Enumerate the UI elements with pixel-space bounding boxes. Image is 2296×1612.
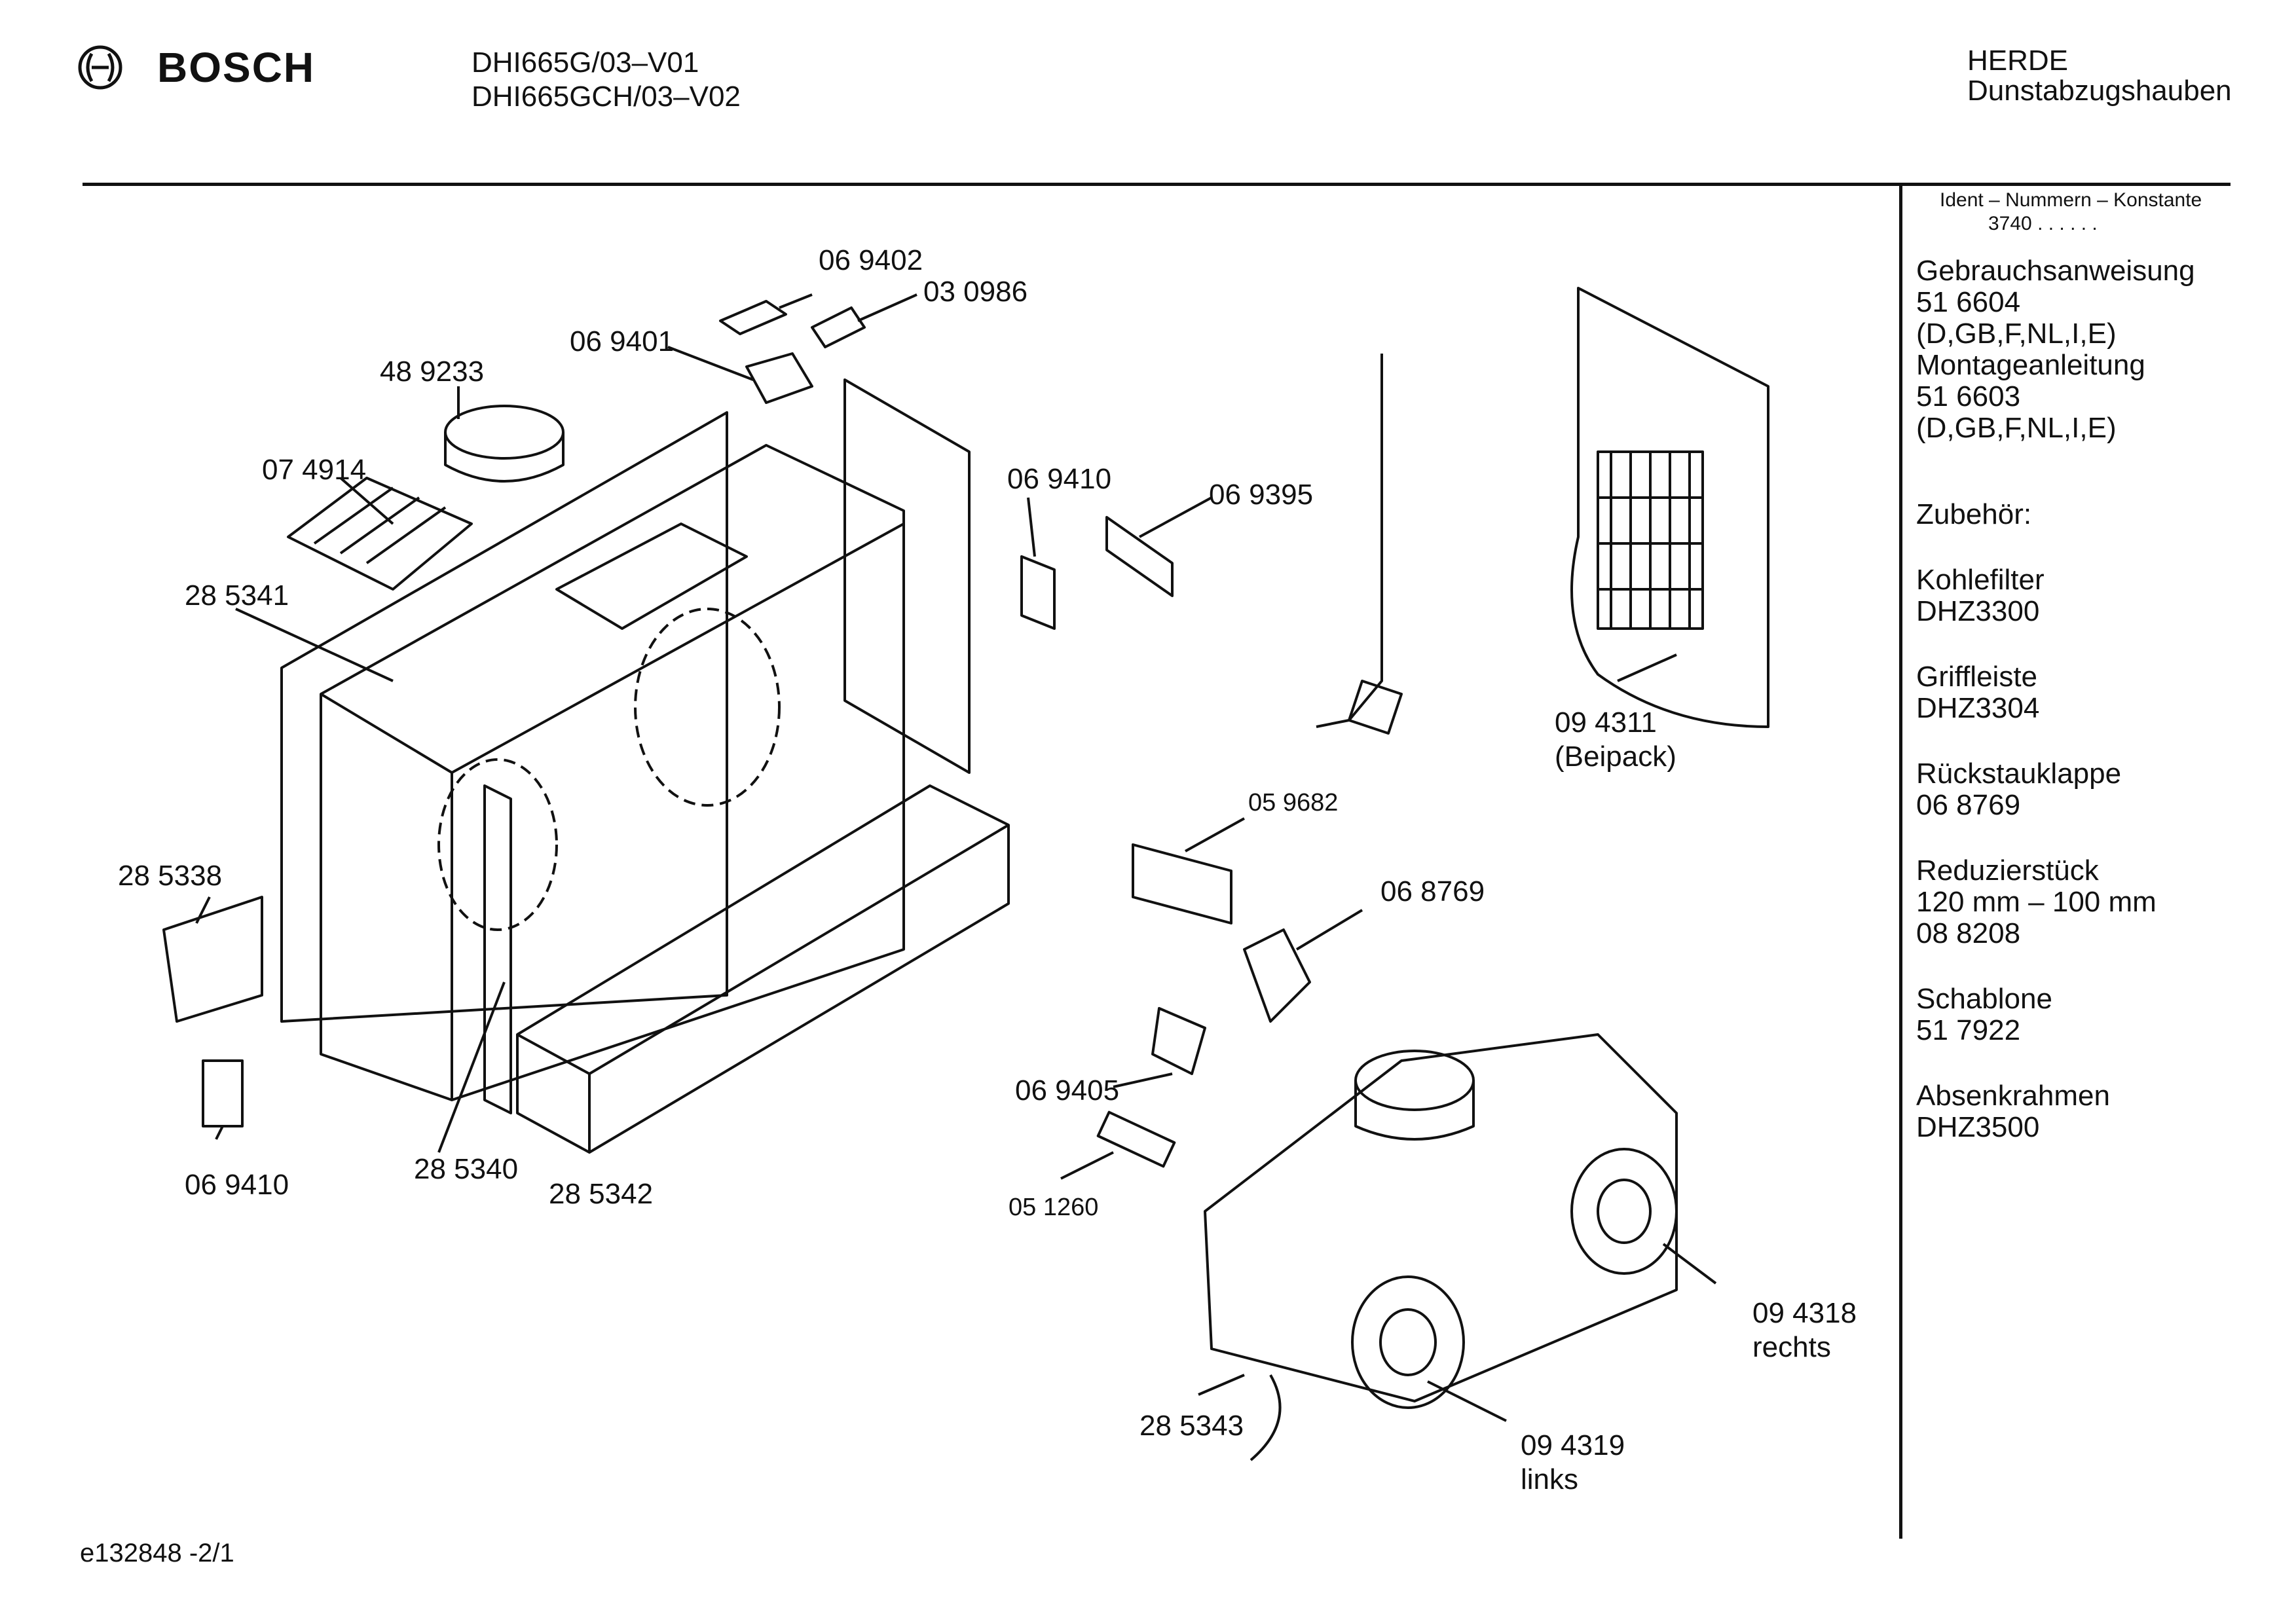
part-number: 28 5338 xyxy=(118,860,222,892)
model-numbers: DHI665G/03–V01 DHI665GCH/03–V02 xyxy=(472,46,741,114)
main-housing xyxy=(320,444,905,1101)
brand-name: BOSCH xyxy=(157,44,316,91)
product-category: HERDE Dunstabzugshauben xyxy=(1967,46,2232,106)
part-number: 06 9410 xyxy=(185,1169,289,1201)
sidebar-line: Gebrauchsanweisung xyxy=(1916,255,2195,287)
category-sub: Dunstabzugshauben xyxy=(1967,75,2232,107)
sidebar-line: Kohlefilter xyxy=(1916,564,2045,596)
accessory-group: Reduzierstück 120 mm – 100 mm 08 8208 xyxy=(1916,855,2195,949)
brand-logo: BOSCH xyxy=(77,43,315,92)
sidebar-line: DHZ3500 xyxy=(1916,1111,2040,1143)
part-number: 09 4318 xyxy=(1752,1297,1857,1329)
sidebar-line: 120 mm – 100 mm xyxy=(1916,886,2157,918)
sidebar-line: 08 8208 xyxy=(1916,917,2021,949)
sidebar-line: Rückstauklappe xyxy=(1916,758,2122,790)
model-number: DHI665GCH/03–V02 xyxy=(472,81,741,113)
sidebar-line: DHZ3300 xyxy=(1916,595,2040,627)
sidebar-line: 51 6603 xyxy=(1916,380,2021,412)
carbon-filter-pack xyxy=(1570,287,1769,728)
part-number: 03 0986 xyxy=(923,276,1028,308)
motor-housing xyxy=(1204,1033,1678,1402)
part-number: 05 9682 xyxy=(1248,789,1338,816)
sidebar-line: DHZ3304 xyxy=(1916,692,2040,724)
sidebar-line: Montageanleitung xyxy=(1916,349,2145,381)
sidebar-line: Griffleiste xyxy=(1916,661,2038,693)
filter-drawer xyxy=(516,784,1010,1154)
part-note: links xyxy=(1521,1463,1578,1495)
sidebar-line: 51 7922 xyxy=(1916,1014,2021,1046)
accessory-group: Rückstauklappe 06 8769 xyxy=(1916,758,2195,821)
back-panel xyxy=(280,411,728,1023)
accessory-group: Schablone 51 7922 xyxy=(1916,983,2195,1046)
ident-label: Ident – Nummern – Konstante xyxy=(1940,189,2202,211)
part-number: 06 9402 xyxy=(819,244,923,276)
duct-collar xyxy=(444,405,565,460)
part-number: 07 4914 xyxy=(262,454,366,486)
sidebar-line: 06 8769 xyxy=(1916,789,2021,821)
sidebar-line: Schablone xyxy=(1916,983,2052,1015)
category-main: HERDE xyxy=(1967,45,2069,77)
model-number: DHI665G/03–V01 xyxy=(472,46,699,79)
part-number: 28 5342 xyxy=(549,1178,653,1210)
blower-wheel-left xyxy=(1351,1275,1465,1409)
sidebar-line: Absenkrahmen xyxy=(1916,1080,2110,1112)
part-number: 06 8769 xyxy=(1380,875,1485,907)
part-number: 28 5340 xyxy=(414,1153,518,1185)
part-note: (Beipack) xyxy=(1555,741,1676,773)
part-number: 09 4311 xyxy=(1555,706,1657,739)
part-number: 06 9401 xyxy=(570,325,674,357)
part-note: rechts xyxy=(1752,1331,1831,1363)
sidebar-line: (D,GB,F,NL,I,E) xyxy=(1916,412,2117,444)
part-number: 28 5343 xyxy=(1139,1410,1244,1442)
sidebar-info: Gebrauchsanweisung 51 6604 (D,GB,F,NL,I,… xyxy=(1916,255,2195,1177)
sidebar-divider xyxy=(1899,185,1902,1539)
ident-value: 3740 . . . . . . xyxy=(1988,213,2098,234)
power-cable xyxy=(1316,354,1383,728)
sidebar-line: Zubehör: xyxy=(1916,498,2032,530)
part-number: 06 9405 xyxy=(1015,1074,1119,1107)
part-number: 48 9233 xyxy=(380,356,484,388)
accessory-group: Griffleiste DHZ3304 xyxy=(1916,661,2195,724)
accessories-heading-group: Zubehör: xyxy=(1916,499,2195,530)
part-number: 06 9410 xyxy=(1007,463,1111,495)
ident-block: Ident – Nummern – Konstante 3740 . . . .… xyxy=(1940,189,2202,236)
sidebar-line: Reduzierstück xyxy=(1916,854,2099,887)
sidebar-line: 51 6604 xyxy=(1916,286,2021,318)
accessory-group: Absenkrahmen DHZ3500 xyxy=(1916,1080,2195,1143)
bosch-armature-icon xyxy=(78,45,122,90)
docs-group: Gebrauchsanweisung 51 6604 (D,GB,F,NL,I,… xyxy=(1916,255,2195,444)
part-number: 09 4319 xyxy=(1521,1429,1625,1461)
sidebar-line: (D,GB,F,NL,I,E) xyxy=(1916,318,2117,350)
blower-wheel-right xyxy=(1570,1148,1678,1275)
side-panel xyxy=(843,378,971,774)
grille xyxy=(287,477,473,591)
accessory-group: Kohlefilter DHZ3300 xyxy=(1916,564,2195,627)
part-number: 28 5341 xyxy=(185,579,289,612)
document-code: e132848 -2/1 xyxy=(80,1539,234,1567)
part-number: 05 1260 xyxy=(1009,1194,1098,1221)
part-number: 06 9395 xyxy=(1209,479,1313,511)
header-divider xyxy=(83,183,2231,186)
